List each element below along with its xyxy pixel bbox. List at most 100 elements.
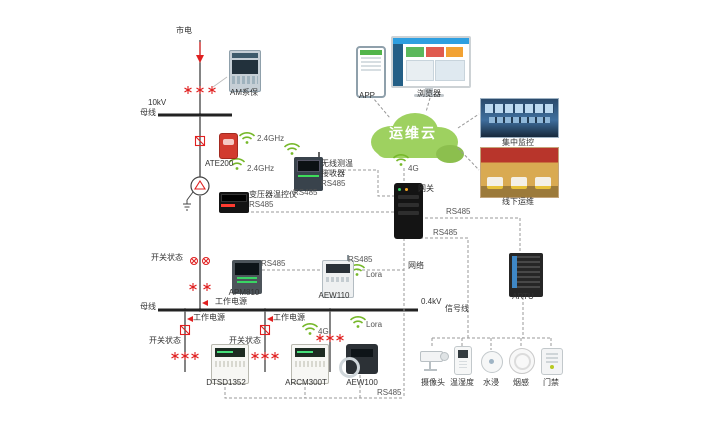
rs485-label-gw-artu: RS485 [446,207,471,216]
dashboard-header [393,38,469,44]
smoke-label: 烟感 [513,378,529,387]
phone-screen-line [361,65,381,67]
relay-label: AM系保 [230,88,258,97]
mains-label: 市电 [176,26,192,35]
dashboard-sidebar [393,44,403,86]
gateway-port [398,195,419,199]
receiver-screen [297,160,320,172]
ate200-label: ATE200 [205,159,234,168]
controller-display [221,194,247,202]
camera-base [424,369,437,371]
busbar-top-label: 母线 [140,108,156,117]
apm810-meter-device [232,260,262,294]
apm810-readout [237,281,257,283]
receiver-indicator [298,175,319,177]
protection-relay-device [229,50,261,92]
arcm300t-label: ARCM300T [285,378,327,387]
sensor-vents [459,361,467,368]
phone-screen-line [361,61,381,63]
camera-stand [429,361,431,369]
relay-header [232,53,258,58]
ct-clamp-ring [339,357,360,378]
hv-voltage-label: 10kV [148,98,167,107]
door-label: 门禁 [543,378,559,387]
sensor-screen [458,350,468,358]
dtsd1352-meter-device [211,344,249,384]
app-phone-device [356,46,386,98]
apm810-screen [235,263,259,275]
camera-lens [440,352,449,361]
rs485-label-gw-2: RS485 [433,228,458,237]
door-access-device [541,348,563,375]
artu-device [509,253,543,297]
wireless-temp-receiver-device [294,152,323,191]
dashboard-tile [426,47,444,57]
artu-label: ARTU [512,292,534,301]
wireless-temp-label-line2: 接收器 [321,169,345,178]
artu-terminals [512,256,540,288]
keypad [546,352,558,363]
cloud-label: 运维云 [389,125,437,141]
gateway-port [398,211,419,215]
reader-led [550,365,554,369]
apm810-label: APM810 [228,288,260,297]
rs485-label-receiver-1: RS485 [321,179,346,188]
aew100-screen [351,349,373,357]
dtsd1352-label: DTSD1352 [206,378,246,387]
browser-monitor-device [391,36,471,98]
controller-led [221,204,235,207]
dashboard-tile [446,47,463,57]
wireless-24ghz-label-2: 2.4GHz [247,164,275,173]
detector-ring [514,353,531,370]
comm-lines [224,91,552,399]
lv-voltage-label: 0.4kV [421,297,442,306]
service-vehicle [511,177,527,189]
phone-screen-line [361,57,381,59]
phone-screen-header [360,50,382,55]
switch-status-label-b2: 开关状态 [229,336,261,345]
gateway-leds [398,188,401,191]
relay-buttons [232,76,258,84]
monitor-base [414,94,444,97]
lora-label-aew110: Lora [366,270,383,279]
meter-terminals [215,361,245,367]
field-ops-label: 线下运维 [502,197,534,206]
central-monitoring-photo [480,98,559,138]
gateway-port [398,203,419,207]
sensor-probe [489,359,494,364]
water-leak-sensor-device [481,351,503,373]
working-power-label-b2: 工作电源 [273,313,305,322]
camera-label: 摄像头 [421,378,445,387]
aew100-label: AEW100 [346,378,378,387]
app-label: APP [358,91,376,100]
dashboard-panel [435,60,465,81]
aew110-buttons [326,277,350,282]
service-vehicle [535,177,551,189]
aew110-device [322,255,354,298]
transformer-controller-device [219,192,249,213]
meter-lcd [215,348,245,357]
working-power-label-main: 工作电源 [215,297,247,306]
monitor-neck [425,88,433,94]
meter-terminals [295,361,325,367]
transformer-controller-label: 变压器温控仪 [249,190,297,199]
aew110-label: AEW110 [318,291,350,300]
transformer-symbol [183,176,210,211]
gateway-device [394,183,423,239]
central-monitoring-label: 集中监控 [502,138,534,147]
meter-lcd [295,348,325,357]
rs485-label-controller: RS485 [249,200,274,209]
g4-label-gateway: 4G [408,164,419,173]
junction-dots [183,113,332,312]
field-ops-photo [480,147,559,198]
apm810-readout [237,277,257,279]
rs485-label-apm810: RS485 [261,259,286,268]
switch-status-label-main: 开关状态 [151,253,183,262]
temp-humidity-label: 温湿度 [450,378,474,387]
relay-screen [232,60,258,74]
service-vehicle [487,177,503,189]
switch-status-label-b1: 开关状态 [149,336,181,345]
signal-line-label: 信号线 [445,304,469,313]
browser-label: 浏览器 [417,89,441,98]
